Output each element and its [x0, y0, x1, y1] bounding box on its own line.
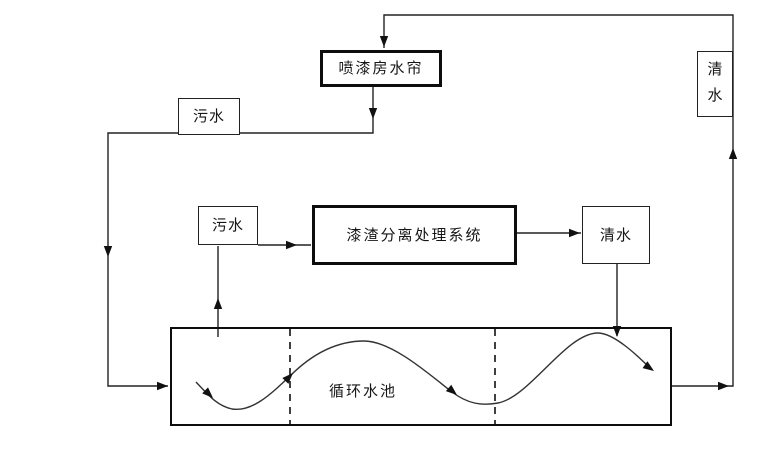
- arrowhead-right-icon: [569, 228, 580, 238]
- arrowhead-right-icon: [157, 381, 168, 391]
- pool-flow-wave: [195, 332, 653, 410]
- arrowhead-down-icon: [103, 246, 113, 257]
- node-wastewater-top: 污水: [178, 98, 240, 135]
- node-label: 清水: [599, 225, 632, 244]
- arrowhead-flow-icon: [445, 384, 457, 395]
- arrowhead-flow-icon: [282, 373, 293, 384]
- node-label: 清水: [707, 60, 723, 105]
- wire-pool-return-to-booth: [383, 14, 734, 387]
- node-paint-residue-separator: 漆渣分离处理系统: [312, 205, 517, 265]
- node-circulation-pool: 循环水池: [170, 327, 672, 426]
- node-wastewater-mid: 污水: [198, 206, 258, 245]
- node-clean-water-mid: 清水: [582, 206, 650, 264]
- node-label: 循环水池: [329, 382, 398, 400]
- node-clean-water-right: 清水: [697, 51, 733, 117]
- arrowhead-up-icon: [213, 298, 223, 309]
- arrowhead-up-icon: [728, 148, 738, 159]
- node-label: 喷漆房水帘: [338, 59, 424, 78]
- arrowhead-flow-icon: [642, 361, 654, 371]
- node-spray-booth-water-curtain: 喷漆房水帘: [320, 50, 442, 87]
- arrowhead-right-icon: [286, 240, 297, 250]
- node-label: 污水: [192, 107, 225, 126]
- node-label: 漆渣分离处理系统: [346, 225, 483, 244]
- arrowhead-down-icon: [368, 108, 378, 119]
- node-label: 污水: [211, 216, 244, 235]
- arrowhead-down-icon: [379, 36, 389, 47]
- arrowhead-right-icon: [718, 381, 729, 391]
- arrowhead-flow-icon: [202, 387, 213, 398]
